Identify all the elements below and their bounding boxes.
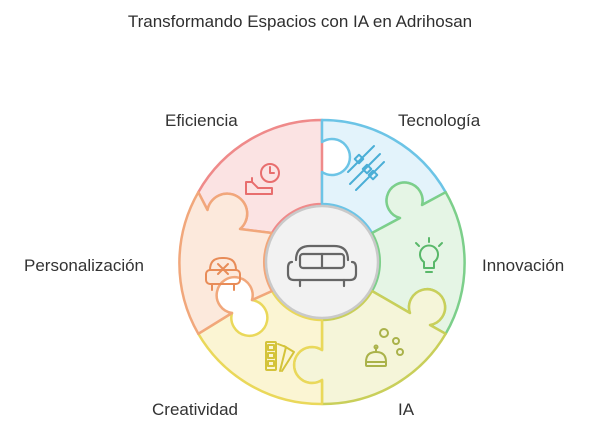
label-creatividad: Creatividad	[152, 400, 238, 419]
lightbulb-icon	[415, 237, 443, 273]
label-personalizacion: Personalización	[24, 256, 145, 275]
clock-iron-icon	[245, 163, 280, 195]
robot-bubbles-icon	[365, 328, 404, 367]
segment-creatividad	[197, 289, 324, 406]
label-tecnologia: Tecnología	[398, 111, 481, 130]
label-eficiencia: Eficiencia	[165, 111, 238, 130]
circuit-icon	[347, 145, 385, 191]
label-innovacion: Innovación	[482, 256, 565, 275]
armchair-icon	[205, 257, 241, 291]
sofa-icon	[286, 244, 358, 288]
diagram-title: Transformando Espacios con IA en Adrihos…	[127, 12, 473, 31]
swatches-icon	[265, 341, 295, 372]
segment-personalizacion	[178, 190, 274, 336]
label-ia: IA	[398, 400, 415, 419]
